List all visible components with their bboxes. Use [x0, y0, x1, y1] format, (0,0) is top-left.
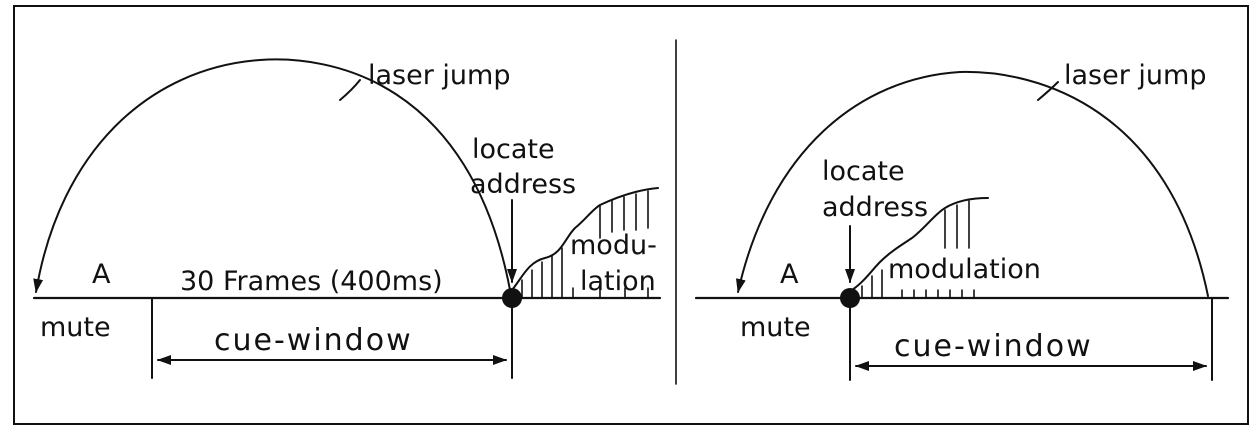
right-modulation-hatching: [861, 200, 975, 299]
left-laser-jump-arc: [33, 58, 511, 293]
left-modulation-label-1: modu-: [570, 230, 657, 261]
left-locate-label: locate: [472, 134, 555, 165]
left-point-a-label: A: [92, 259, 111, 290]
left-modulation-area: [511, 187, 659, 291]
left-modulation-label-2: lation: [580, 266, 656, 297]
left-duration-label: 30 Frames (400ms): [180, 266, 443, 297]
right-address-label: address: [822, 192, 928, 223]
right-laser-jump-label: laser jump: [1064, 60, 1206, 91]
right-jump-leader: [1037, 81, 1059, 101]
left-mute-label: mute: [40, 312, 111, 343]
right-modulation-area: [851, 197, 989, 291]
right-cue-window-label: cue-window: [894, 329, 1093, 364]
left-cue-window-label: cue-window: [214, 323, 413, 358]
right-mute-label: mute: [740, 312, 811, 343]
left-panel: laser jump A mute 30 Frames (400ms) loca…: [32, 58, 662, 379]
right-locate-label: locate: [822, 156, 905, 187]
right-panel: laser jump A mute locate address modulat…: [694, 60, 1230, 381]
left-modulation-hatching: [521, 190, 649, 299]
left-jump-leader: [339, 79, 361, 101]
left-address-label: address: [470, 169, 576, 200]
outer-frame: [13, 5, 1249, 425]
right-point-a-label: A: [780, 259, 799, 290]
left-laser-jump-label: laser jump: [368, 60, 510, 91]
right-laser-jump-arc: [735, 70, 1209, 297]
right-modulation-label: modulation: [888, 254, 1041, 285]
